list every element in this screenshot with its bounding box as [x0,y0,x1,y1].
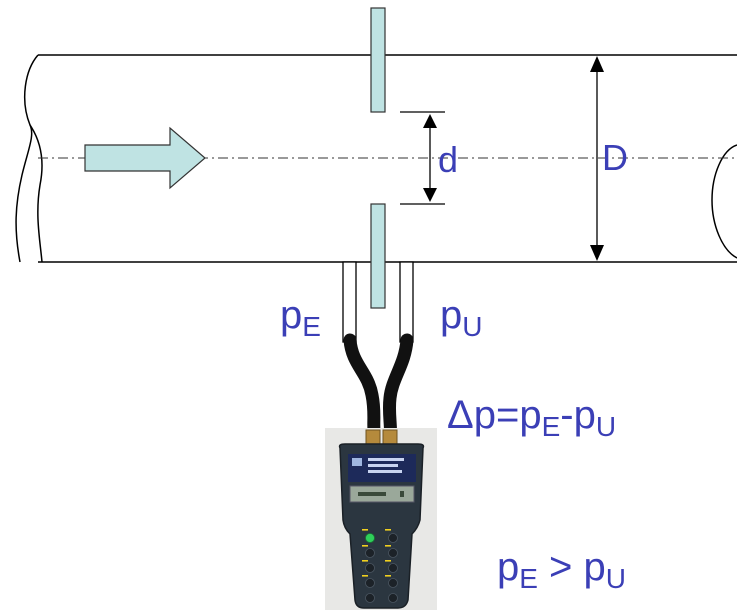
pressure-tap-upstream [342,261,357,343]
pressure-difference-formula: Δp=pE-pU [447,393,616,442]
orifice-diameter-label: d [438,139,458,180]
orifice-diameter-dimension [400,111,445,205]
pipe-diameter-label: D [602,137,628,178]
pressure-meter-device [325,428,437,610]
pressure-upstream-label: pE [280,293,321,342]
pipe [15,54,737,263]
pressure-tap-downstream [399,261,414,343]
pressure-downstream-label: pU [440,293,482,342]
orifice-plate-bottom [370,203,386,309]
pipe-right-break [711,144,737,259]
hose-downstream [382,333,414,447]
pressure-inequality: pE > pU [497,545,626,594]
pipe-diameter-dimension [590,56,604,261]
pipe-left-break [15,54,39,263]
orifice-plate-top [370,7,386,113]
flow-arrow-icon [84,126,206,190]
hose-upstream [343,333,382,447]
meter-keypad [365,533,398,603]
pipe-left-break-inner [29,124,43,263]
